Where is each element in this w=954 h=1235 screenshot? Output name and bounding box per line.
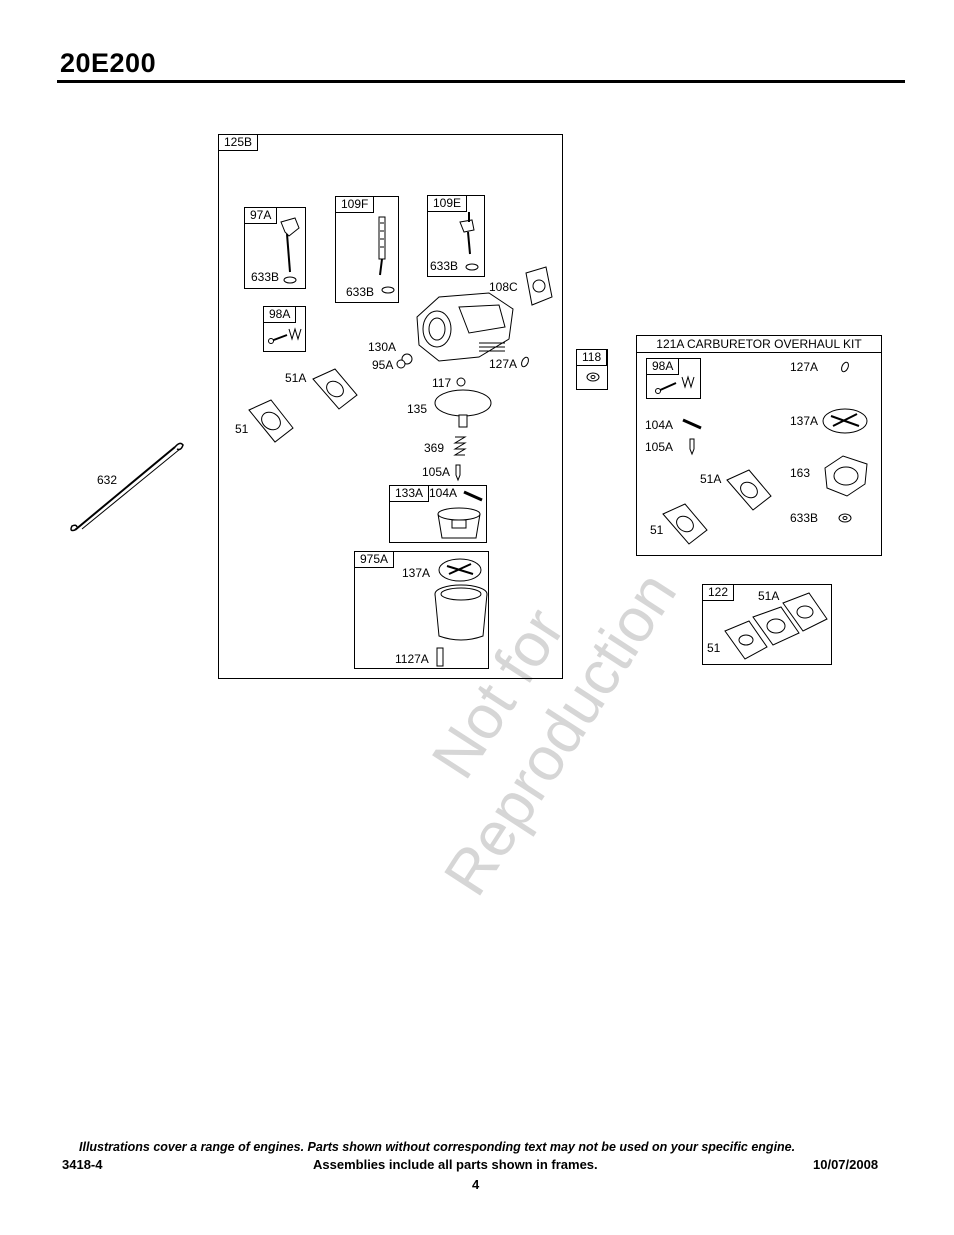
- spring-369-drawing: [453, 436, 467, 456]
- frame-tag-133a: 133A: [389, 485, 430, 502]
- pin-104a-drawing: [682, 418, 702, 430]
- part-label-51a: 51A: [700, 472, 722, 486]
- part-label-51: 51: [650, 523, 664, 537]
- part-label-633b: 633B: [790, 511, 819, 525]
- kit-title: 121A CARBURETOR OVERHAUL KIT: [637, 336, 881, 353]
- part-label-51: 51: [235, 422, 249, 436]
- part-label-163: 163: [790, 466, 811, 480]
- choke-shaft-drawing: [280, 217, 300, 284]
- gasket-108c-drawing: [525, 266, 553, 306]
- gasket-51-drawing: [248, 399, 294, 443]
- frame-122: 122 51A 51: [702, 584, 832, 665]
- frame-tag-98a: 98A: [646, 358, 680, 375]
- frame-tag-98a: 98A: [263, 306, 297, 323]
- gasket-163-drawing: [824, 455, 868, 497]
- part-label-95a: 95A: [372, 358, 394, 372]
- washer-drawing: [838, 513, 852, 523]
- part-label-369: 369: [424, 441, 445, 455]
- subframe-133a: 133A 104A: [389, 485, 487, 543]
- part-label-135: 135: [407, 402, 428, 416]
- spacer-gasket-stack-drawing: [724, 592, 828, 660]
- float-135-drawing: [434, 389, 492, 428]
- shaft-drawing: [459, 212, 475, 255]
- o-ring-127a-drawing: [521, 356, 529, 368]
- subframe-109f: 109F 633B: [335, 196, 399, 303]
- carburetor-body-drawing: [416, 292, 514, 362]
- carburetor-assembly-frame: 125B 97A 633B 109F 633B 109E 633B: [218, 134, 563, 679]
- frame-tag-122: 122: [702, 584, 735, 601]
- float-bowl-drawing: [434, 584, 488, 641]
- subframe-98a: 98A: [263, 306, 306, 352]
- gasket-137a-drawing: [822, 408, 868, 434]
- frame-tag-109e: 109E: [427, 195, 468, 212]
- part-label-127a: 127A: [489, 357, 518, 371]
- pin-104a-drawing: [463, 490, 483, 502]
- washer-drawing: [381, 286, 395, 294]
- jet-117-drawing: [456, 377, 466, 387]
- part-label-117: 117: [432, 376, 452, 390]
- kit-subframe-98a: 98A: [646, 358, 701, 399]
- frame-tag-975a: 975A: [354, 551, 395, 568]
- frames-note: Assemblies include all parts shown in fr…: [313, 1157, 598, 1172]
- part-label-633b: 633B: [251, 270, 280, 284]
- part-label-633b: 633B: [430, 259, 459, 273]
- subframe-109e: 109E 633B: [427, 195, 485, 277]
- part-label-130a: 130A: [368, 340, 397, 354]
- header-rule: [57, 80, 905, 83]
- part-label-633b: 633B: [346, 285, 375, 299]
- needle-105a-drawing: [689, 438, 695, 456]
- part-label-137a: 137A: [790, 414, 819, 428]
- frame-tag-125b: 125B: [218, 134, 259, 151]
- screw-95a-drawing: [396, 359, 406, 369]
- bolt-1127a-drawing: [436, 647, 444, 667]
- page-title: 20E200: [60, 48, 157, 78]
- gasket-137a-drawing: [438, 558, 482, 582]
- needle-105a-drawing: [455, 464, 461, 482]
- washer-drawing: [465, 263, 479, 271]
- part-label-105a: 105A: [422, 465, 451, 479]
- part-118-drawing: [586, 372, 600, 382]
- throttle-link-drawing: [70, 442, 184, 532]
- gasket-51a-drawing: [726, 469, 772, 511]
- frame-tag-109f: 109F: [335, 196, 375, 213]
- document-number: 3418-4: [62, 1157, 103, 1172]
- bowl-133a-drawing: [437, 507, 481, 539]
- part-label-104a: 104A: [429, 486, 458, 500]
- part-label-104a: 104A: [645, 418, 674, 432]
- footer-disclaimer: Illustrations cover a range of engines. …: [79, 1140, 796, 1154]
- carburetor-overhaul-kit-frame: 121A CARBURETOR OVERHAUL KIT 98A 127A 10…: [636, 335, 882, 556]
- part-label-105a: 105A: [645, 440, 674, 454]
- part-label-51a: 51A: [285, 371, 307, 385]
- document-date: 10/07/2008: [813, 1157, 879, 1172]
- throttle-shaft-drawing: [378, 216, 386, 276]
- frame-118: 118: [576, 349, 608, 390]
- gasket-51a-drawing: [312, 368, 358, 410]
- o-ring-127a-drawing: [841, 361, 849, 373]
- part-label-51a: 51A: [758, 589, 780, 603]
- gasket-51-drawing: [662, 503, 708, 545]
- part-label-127a: 127A: [790, 360, 819, 374]
- part-label-51: 51: [707, 641, 721, 655]
- part-label-108c: 108C: [489, 280, 518, 294]
- idle-screw-drawing: [268, 327, 302, 344]
- subframe-97a: 97A 633B: [244, 207, 306, 289]
- frame-tag-97a: 97A: [244, 207, 278, 224]
- page-number: 4: [472, 1177, 480, 1192]
- part-label-632: 632: [97, 473, 118, 487]
- idle-screw-drawing: [655, 375, 695, 394]
- part-label-137a: 137A: [402, 566, 431, 580]
- part-label-1127a: 1127A: [395, 652, 429, 666]
- subframe-975a: 975A 137A 1127A: [354, 551, 489, 669]
- frame-tag-118: 118: [576, 349, 608, 366]
